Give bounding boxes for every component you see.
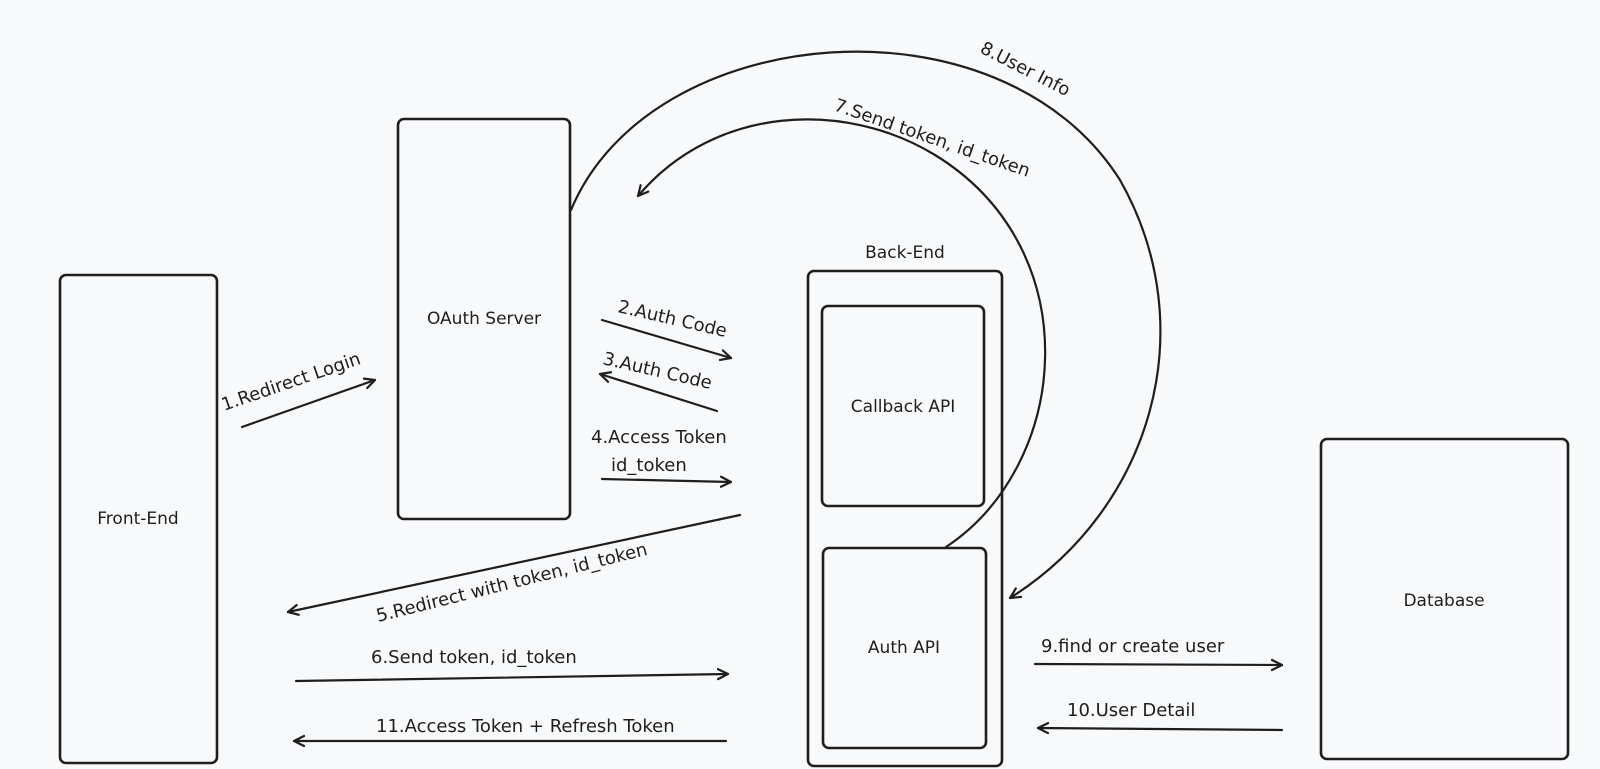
edge-5-arrow [286, 513, 742, 612]
edge-6-arrow [294, 674, 730, 683]
edge-9-arrow [1033, 664, 1284, 665]
back-end-box [806, 269, 1004, 768]
callback-api-label: Callback API [851, 397, 955, 417]
edge-10-label: 10.User Detail [1067, 700, 1195, 721]
edge-4-arrow [600, 479, 733, 482]
edge-11-label: 11.Access Token + Refresh Token [376, 716, 675, 737]
auth-api-box [821, 546, 988, 750]
front-end-box [58, 273, 219, 765]
edge-3-label: 3.Auth Code [601, 348, 714, 393]
database-box [1319, 437, 1570, 761]
edge-1-label: 1.Redirect Login [219, 348, 364, 415]
edge-4-label-line1: 4.Access Token [591, 427, 727, 448]
oauth-server-label: OAuth Server [427, 309, 541, 329]
edge-4-label-line2: id_token [611, 455, 687, 476]
edge-3-arrow [598, 374, 719, 413]
edge-2-arrow [600, 318, 733, 358]
edge-9-label: 9.find or create user [1041, 636, 1225, 657]
edge-10-arrow [1036, 728, 1284, 730]
edge-2-label: 2.Auth Code [616, 296, 729, 341]
front-end-label: Front-End [97, 509, 178, 529]
edge-5-label: 5.Redirect with token, id_token [374, 539, 649, 627]
back-end-title: Back-End [865, 243, 945, 263]
edge-7-label: 7.Send token, id_token [831, 95, 1032, 182]
edge-8-arrow [569, 50, 1162, 600]
edge-1-arrow [240, 380, 377, 429]
auth-api-label: Auth API [868, 638, 940, 658]
callback-api-box [820, 304, 986, 508]
database-label: Database [1403, 591, 1484, 611]
edge-7-arrow [636, 118, 1047, 549]
edge-6-label: 6.Send token, id_token [371, 647, 577, 668]
oauth-server-box [396, 117, 572, 521]
